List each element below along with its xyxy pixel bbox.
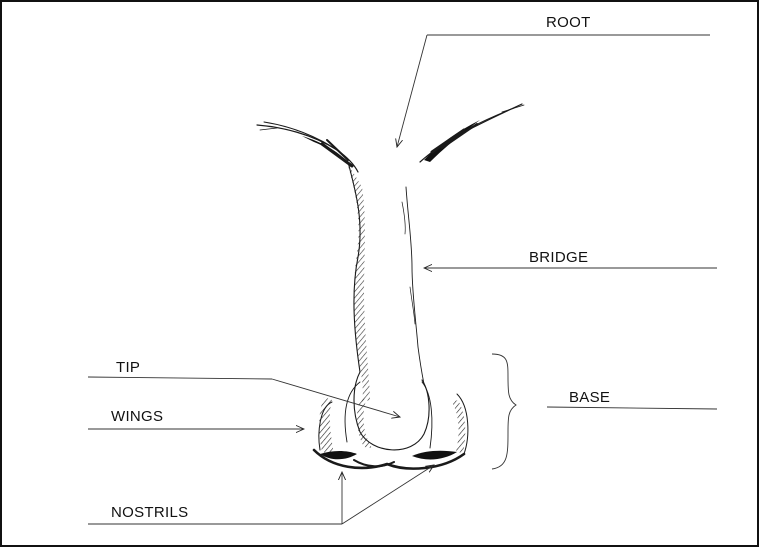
base-brace <box>492 354 516 469</box>
root-label: ROOT <box>546 14 591 31</box>
left-eyebrow <box>257 122 358 172</box>
tip-label: TIP <box>116 359 140 376</box>
tip-arrow <box>272 379 400 417</box>
nose-bridge-shading <box>347 162 424 402</box>
base-label: BASE <box>569 389 610 406</box>
tip-leader <box>88 377 272 379</box>
right-eyebrow <box>420 104 524 162</box>
nostrils-arrow-right <box>342 465 434 524</box>
nostrils-label: NOSTRILS <box>111 504 188 521</box>
root-arrow <box>397 35 427 147</box>
bridge-label: BRIDGE <box>529 249 588 266</box>
wings-label: WINGS <box>111 408 163 425</box>
leader-lines <box>88 35 717 524</box>
nose-base <box>314 372 468 469</box>
base-leader <box>547 407 717 409</box>
